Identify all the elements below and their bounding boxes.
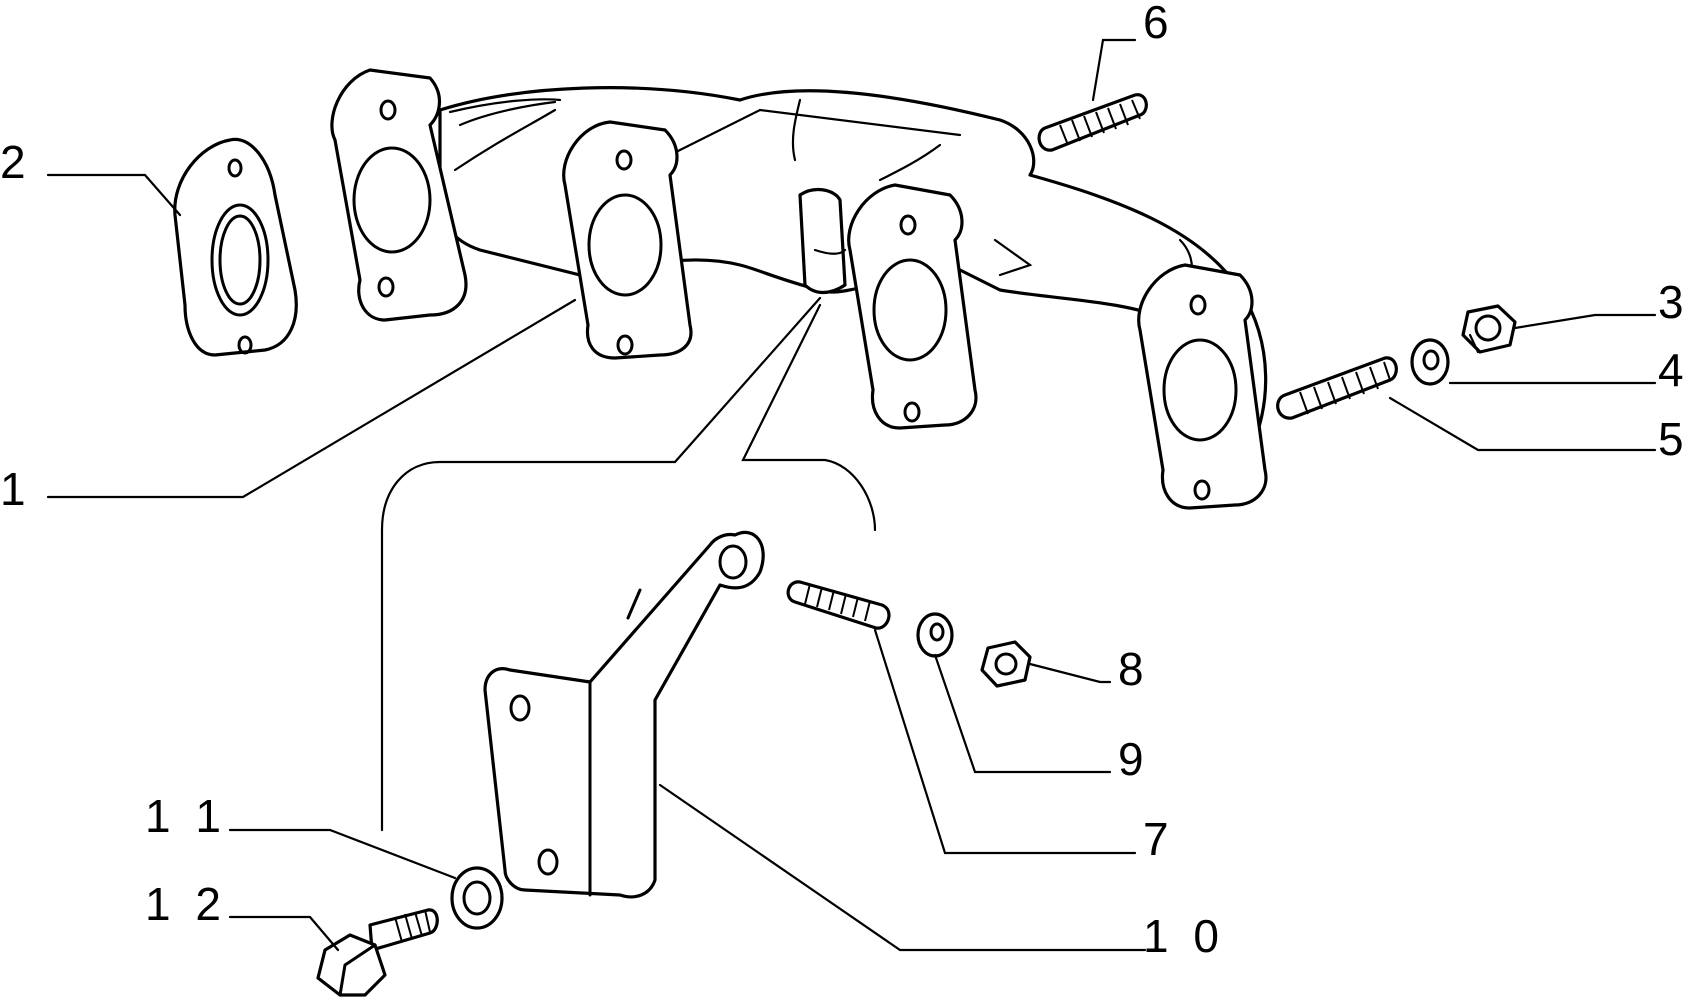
callout-labels: 1 2 3 4 5 6 7 8 9 1 0 1 1 1 2 (0, 0, 1690, 962)
support-bracket (483, 530, 765, 899)
callout-1: 1 (0, 463, 32, 515)
bolt (316, 908, 439, 997)
callout-11: 1 1 (145, 790, 227, 842)
manifold-gasket (173, 137, 298, 357)
leader-10 (658, 783, 1147, 952)
leader-7 (873, 628, 1137, 855)
callout-2: 2 (0, 136, 32, 188)
nut-bracket (980, 640, 1032, 688)
leader-3 (1513, 313, 1657, 330)
nut-right (1461, 304, 1517, 354)
callout-12: 1 2 (145, 878, 227, 930)
stud-bracket (786, 580, 891, 630)
callout-6: 6 (1143, 0, 1175, 48)
leader-9 (933, 653, 1112, 774)
washer-bolt (450, 866, 504, 930)
leader-11 (228, 828, 457, 880)
leader-lines (46, 38, 1657, 952)
leader-1 (46, 298, 577, 499)
grouping-bracket (380, 296, 822, 832)
callout-3: 3 (1658, 276, 1690, 328)
washer-bracket (916, 612, 954, 658)
callout-9: 9 (1118, 733, 1150, 785)
stud-right (1276, 356, 1398, 420)
exhaust-manifold (330, 68, 1268, 510)
leader-2 (46, 173, 182, 217)
callout-4: 4 (1658, 344, 1690, 396)
callout-5: 5 (1658, 413, 1690, 465)
grouping-bracket-right (741, 303, 877, 532)
leader-6 (1091, 38, 1137, 102)
callout-8: 8 (1118, 643, 1150, 695)
washer-right (1410, 338, 1450, 386)
leader-5 (1388, 396, 1657, 452)
callout-10: 1 0 (1143, 910, 1225, 962)
leader-8 (1028, 662, 1112, 684)
leader-12 (228, 915, 340, 952)
stud-upper (1037, 93, 1148, 152)
callout-7: 7 (1143, 813, 1175, 865)
